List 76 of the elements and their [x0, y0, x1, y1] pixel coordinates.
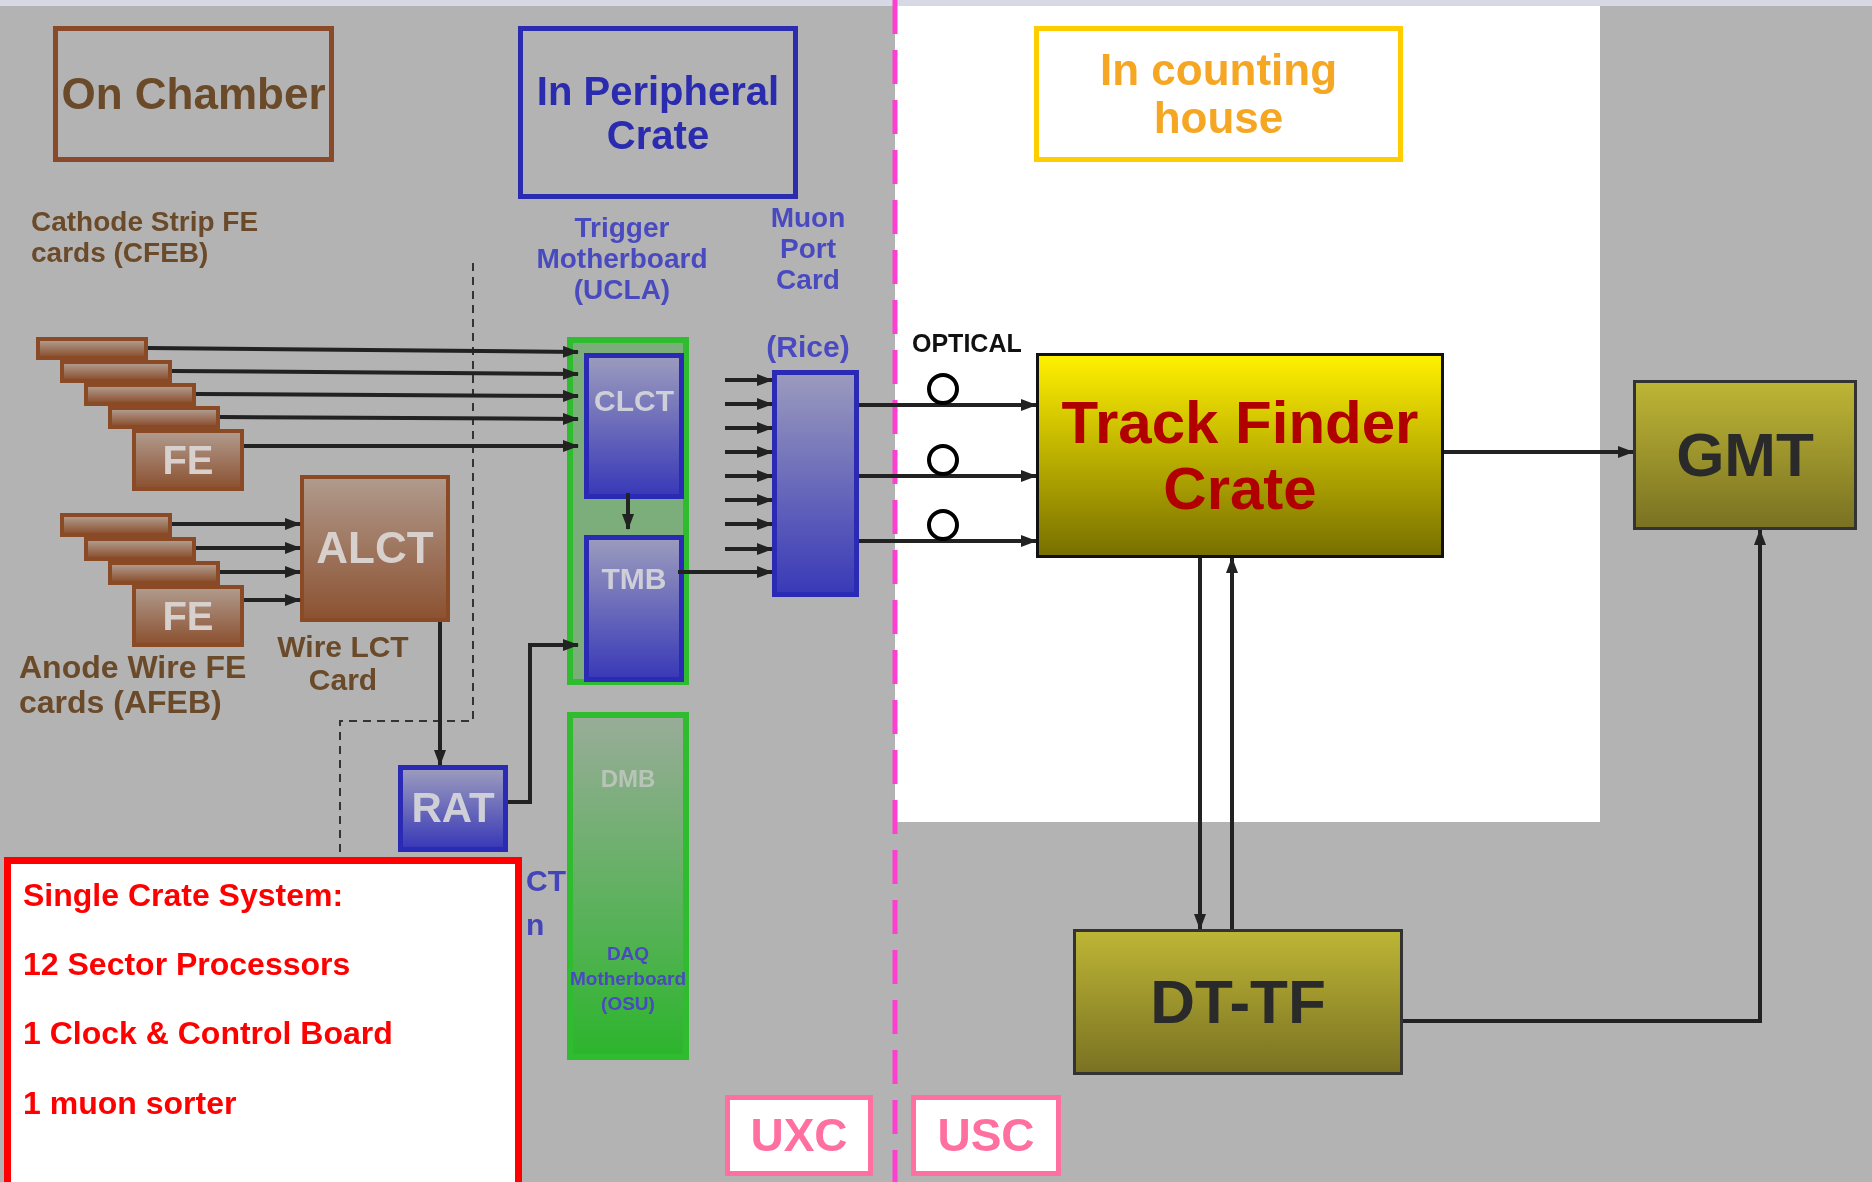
card-group-caption: Cathode Strip FE cards (CFEB) — [31, 207, 260, 269]
trigger-box — [1633, 380, 1857, 530]
front-end-card — [132, 585, 244, 647]
arrow — [1194, 558, 1206, 930]
arrow — [508, 639, 579, 804]
area-tag — [725, 1095, 873, 1176]
motherboard-box — [567, 337, 689, 685]
note-text: 1 muon sorter — [23, 1085, 237, 1121]
motherboard-box — [567, 712, 689, 1060]
arrow — [622, 493, 634, 530]
board-box — [300, 475, 450, 622]
board-caption: Trigger Motherboard (UCLA) — [535, 213, 709, 306]
arrow — [725, 374, 773, 386]
board-caption: Muon Port Card — [769, 203, 847, 296]
arrow — [725, 494, 773, 506]
arrow — [148, 345, 579, 358]
board-label: TMB — [601, 562, 667, 595]
board-box — [398, 765, 508, 852]
arrow — [244, 440, 579, 452]
board-caption: Wire LCT Card — [276, 630, 410, 696]
arrow — [220, 412, 579, 425]
text-fragment: n — [526, 908, 546, 941]
board-box — [772, 370, 859, 597]
card-group-caption: Anode Wire FE cards (AFEB) — [19, 650, 248, 721]
board-label: DT-TF — [1150, 967, 1326, 1037]
arrow — [725, 446, 773, 458]
area-label: USC — [937, 1110, 1035, 1161]
arrow — [196, 542, 301, 554]
arrow — [859, 399, 1037, 411]
front-end-card — [132, 429, 244, 491]
zone-heading-box — [518, 26, 798, 199]
arrow — [725, 470, 773, 482]
front-end-card — [36, 337, 148, 360]
board-label: FE — [162, 438, 214, 482]
front-end-card — [60, 513, 172, 537]
zone-heading: On Chamber — [61, 69, 326, 119]
board-label: GMT — [1676, 420, 1814, 490]
note-text: Single Crate System: — [23, 878, 344, 914]
arrow — [859, 470, 1037, 482]
arrow — [725, 422, 773, 434]
board-label: CLCT — [594, 384, 674, 417]
arrow — [678, 566, 773, 578]
arrow — [725, 543, 773, 555]
board-label: FE — [162, 594, 214, 638]
arrow — [725, 518, 773, 530]
board-label: DAQ Motherboard (OSU) — [569, 942, 687, 1016]
text-fragment: CT — [526, 864, 566, 897]
arrow — [220, 566, 301, 578]
board-box — [584, 535, 684, 682]
arrow — [196, 389, 579, 402]
board-label: ALCT — [316, 524, 434, 573]
trigger-box — [1073, 929, 1403, 1075]
zone-heading-box — [53, 26, 334, 162]
arrow — [1444, 446, 1634, 458]
arrow — [859, 535, 1037, 547]
area-label: UXC — [750, 1110, 848, 1161]
arrow — [1403, 529, 1766, 1023]
crate-box — [1036, 353, 1444, 558]
arrow — [434, 622, 446, 766]
arrow — [172, 367, 579, 380]
board-caption: (Rice) — [765, 330, 851, 363]
arrow — [172, 518, 301, 530]
note-text: 1 Clock & Control Board — [23, 1016, 393, 1052]
arrow — [244, 594, 301, 606]
zone-heading: In Peripheral Crate — [535, 68, 781, 157]
arrow — [725, 398, 773, 410]
board-box — [584, 353, 684, 499]
board-label: RAT — [411, 785, 495, 832]
crate-label: Track Finder Crate — [1060, 389, 1420, 522]
note-text: 12 Sector Processors — [23, 947, 351, 983]
area-tag — [911, 1095, 1061, 1176]
zone-heading: In counting house — [1098, 45, 1339, 143]
zone-heading-box — [1034, 26, 1403, 162]
link-type-label: OPTICAL — [912, 330, 1023, 358]
arrow — [1226, 557, 1238, 929]
note-box — [4, 857, 522, 1182]
